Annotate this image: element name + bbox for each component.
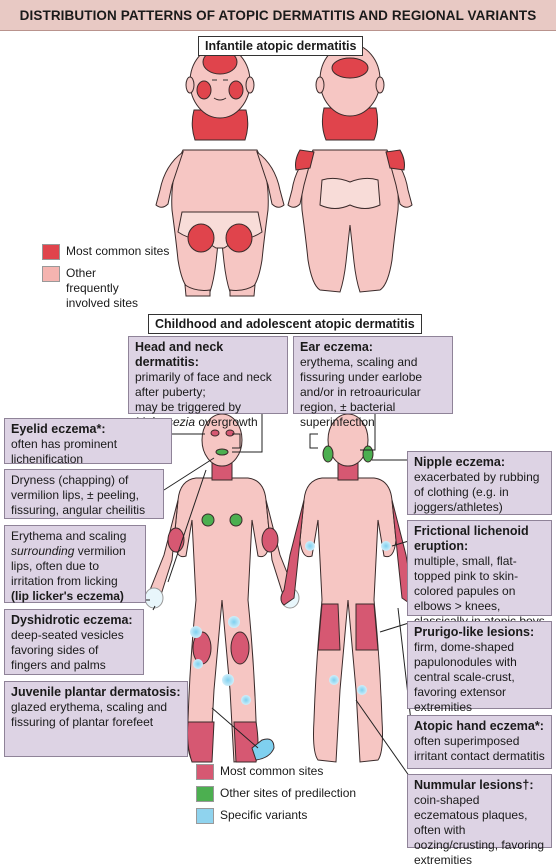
lip-licker-box: Erythema and scaling surrounding vermili… — [4, 525, 146, 603]
childhood-legend-variants-label: Specific variants — [220, 808, 308, 822]
dyshidrotic-eczema-box: Dyshidrotic eczema: deep-seated vesicles… — [4, 609, 144, 675]
hand-colon: : — [539, 719, 544, 733]
childhood-section-title: Childhood and adolescent atopic dermatit… — [148, 314, 422, 334]
ear-text: erythema, scaling and fissuring under ea… — [300, 355, 423, 429]
leader-lines — [142, 413, 413, 781]
infantile-legend-other-label: Other frequently involved sites — [66, 266, 139, 310]
child-back-figure — [280, 413, 416, 763]
ear-eczema-box: Ear eczema: erythema, scaling and fissur… — [293, 336, 453, 429]
childhood-legend-most-common: Most common sites — [196, 764, 323, 780]
nummular-title: Nummular lesions†: — [414, 778, 545, 793]
nummular-dagger: † — [522, 778, 530, 792]
childhood-legend-predilection-label: Other sites of predilection — [220, 786, 357, 800]
nummular-text: coin-shaped eczematous plaques, often wi… — [414, 793, 545, 867]
infant-front-figure — [155, 45, 285, 297]
frictional-title: Frictional lichenoid eruption: — [414, 524, 529, 553]
atopic-hand-eczema-box: Atopic hand eczema*: often superimposed … — [407, 715, 552, 769]
eyelid-eczema-box: Eyelid eczema*: often has prominent lich… — [4, 418, 172, 466]
childhood-legend-predilection: Other sites of predilection — [196, 786, 356, 802]
childhood-legend-most-common-swatch — [196, 764, 214, 780]
childhood-legend-predilection-swatch — [196, 786, 214, 802]
infantile-legend-other: Other frequently involved sites — [42, 266, 142, 311]
prurigo-like-box: Prurigo-like lesions: firm, dome-shaped … — [407, 621, 552, 714]
infant-back-figure — [287, 43, 413, 293]
hand-text: often superimposed irritant contact derm… — [414, 734, 545, 763]
figure-header: DISTRIBUTION PATTERNS OF ATOPIC DERMATIT… — [0, 0, 556, 31]
infantile-legend-other-swatch — [42, 266, 60, 282]
nipple-eczema-box: Nipple eczema: exacerbated by rubbing of… — [407, 451, 552, 515]
hand-star: * — [534, 719, 540, 733]
hand-title-text: Atopic hand eczema — [414, 719, 535, 733]
childhood-legend-variants-swatch — [196, 808, 214, 824]
ear-title: Ear eczema: — [300, 340, 373, 354]
childhood-legend-variants: Specific variants — [196, 808, 307, 824]
frictional-lichenoid-box: Frictional lichenoid eruption: multiple,… — [407, 520, 552, 643]
nipple-text: exacerbated by rubbing of clothing (e.g.… — [414, 470, 540, 514]
lip-licker-italic: surrounding — [11, 544, 75, 558]
infantile-section-title: Infantile atopic dermatitis — [198, 36, 364, 56]
head-neck-line3: overgrowth — [195, 415, 258, 429]
prurigo-text: firm, dome-shaped papulonodules with cen… — [414, 640, 517, 714]
dryness-box: Dryness (chapping) of vermilion lips, ± … — [4, 469, 164, 519]
head-neck-dermatitis-box: Head and neck dermatitis: primarily of f… — [128, 336, 288, 429]
head-neck-title: Head and neck dermatitis: — [135, 340, 224, 369]
hand-title: Atopic hand eczema*: — [414, 719, 545, 734]
infantile-legend-most-common-label: Most common sites — [66, 244, 170, 258]
infantile-legend-most-common: Most common sites — [42, 244, 169, 260]
eyelid-colon: : — [101, 422, 106, 436]
eyelid-text: often has prominent lichenification — [11, 437, 118, 466]
head-neck-line2: may be triggered by — [135, 400, 242, 414]
dryness-text: Dryness (chapping) of vermilion lips, ± … — [11, 473, 146, 517]
eyelid-star: * — [96, 422, 102, 436]
nummular-colon: : — [529, 778, 534, 792]
dyshidrotic-text: deep-seated vesicles favoring sides of f… — [11, 628, 124, 672]
header-title: DISTRIBUTION PATTERNS OF ATOPIC DERMATIT… — [19, 7, 537, 23]
lip-licker-bold: (lip licker's eczema) — [11, 589, 124, 603]
infantile-legend-most-common-swatch — [42, 244, 60, 260]
childhood-legend-most-common-label: Most common sites — [220, 764, 324, 778]
child-front-figure — [144, 413, 300, 763]
dyshidrotic-title: Dyshidrotic eczema: — [11, 613, 133, 627]
eyelid-title-text: Eyelid eczema — [11, 422, 97, 436]
nipple-title: Nipple eczema: — [414, 455, 506, 469]
juvenile-plantar-box: Juvenile plantar dermatosis: glazed eryt… — [4, 681, 188, 757]
lip-licker-t1: Erythema and scaling — [11, 529, 127, 543]
juvenile-title: Juvenile plantar dermatosis: — [11, 685, 181, 699]
lip-licker-t2: vermilion lips, often due to irritation … — [11, 544, 126, 588]
eyelid-title: Eyelid eczema*: — [11, 422, 165, 437]
nummular-title-text: Nummular lesions — [414, 778, 523, 792]
nummular-lesions-box: Nummular lesions†: coin-shaped eczematou… — [407, 774, 552, 867]
prurigo-title: Prurigo-like lesions: — [414, 625, 535, 639]
head-neck-line1: primarily of face and neck after puberty… — [135, 370, 272, 399]
juvenile-text: glazed erythema, scaling and fissuring o… — [11, 700, 168, 729]
